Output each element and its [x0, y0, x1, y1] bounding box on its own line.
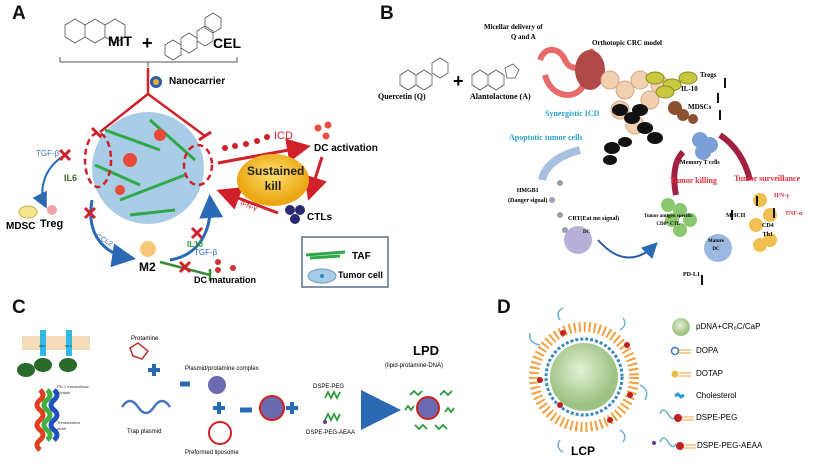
sustained-kill-line2: kill: [264, 179, 282, 193]
dc-maturation-label: DC maturation: [194, 275, 257, 285]
m2-label: M2: [139, 260, 156, 274]
apoptotic-tumor-cells-label: Apoptotic tumor cells: [509, 133, 583, 142]
crt-label: CRT(Eat me signal): [568, 216, 620, 222]
micellar-line1: Micellar delivery of: [484, 23, 543, 31]
mit-label: MIT: [108, 33, 133, 49]
mit-structure: [64, 18, 126, 44]
mature-dc-line1: Mature: [708, 239, 725, 244]
synergistic-icd-label: Synergistic ICD: [545, 109, 600, 118]
dspe-peg-label-c: DSPE-PEG: [313, 384, 345, 390]
plus-sign-a: +: [142, 33, 153, 53]
cd4-line2: Th1: [762, 232, 773, 238]
trimerization-line1: Trimerization: [57, 420, 80, 425]
alantolactone-label: Alantolactone (A): [470, 92, 531, 101]
trap-plasmid-label: Trap plasmid: [127, 429, 162, 435]
plasmid-protamine-complex-label: Plasmid/protamine complex: [185, 366, 259, 372]
panel-c-label: C: [12, 297, 26, 318]
pd1-domain-line1: PD-1 extracellular: [57, 384, 89, 389]
tnf-alpha-label: TNF-α: [785, 211, 803, 217]
trimerization-line2: motif: [57, 426, 66, 431]
panel-a-graphics: [18, 12, 389, 288]
dc-label: DC: [583, 230, 591, 235]
tumor-killing-label: Tumor killing: [670, 176, 717, 185]
tgf-beta-label-b: TGF-β: [194, 248, 218, 257]
legend-dotap: DOTAP: [696, 369, 723, 378]
hmgb1-line2: (Danger signal): [508, 198, 548, 204]
panel-d-graphics: [528, 307, 696, 453]
lcp-label: LCP: [571, 444, 595, 458]
il10-label-a: IL10: [187, 240, 204, 249]
pd1-label-2: PD-1: [65, 344, 72, 348]
hmgb1-line1: HMGB1: [516, 188, 539, 194]
plus-sign-b: +: [453, 71, 464, 91]
lpd-core: [416, 396, 440, 420]
micellar-line2: Q and A: [510, 33, 536, 41]
nanocarrier-label: Nanocarrier: [169, 76, 226, 87]
il10-label-b: IL-10: [681, 85, 698, 93]
mature-dc-line2: DC: [712, 247, 720, 252]
sustained-kill-line1: Sustained: [247, 164, 305, 178]
memory-t-cells-label: Memory T cells: [680, 160, 720, 166]
hmgb1-label: HMGB1 (Danger signal): [508, 186, 547, 206]
preformed-liposome-label: Preformed liposome: [185, 450, 239, 456]
dc-activation-label: DC activation: [314, 143, 378, 154]
panel-b-graphics: [399, 46, 777, 285]
bracket: [59, 57, 238, 67]
ctl-line2: CD8⁺ CTL: [656, 222, 681, 227]
icd-label: ICD: [274, 130, 293, 142]
legend-dspe-peg-aeaa: DSPE-PEG-AEAA: [697, 441, 763, 450]
lpd-full-label: (lipid-protamine-DNA): [385, 363, 444, 369]
tumor-mass: [92, 112, 204, 224]
treg-label: Treg: [40, 218, 64, 230]
mdscs-label: MDSCs: [688, 103, 712, 111]
micellar-delivery-label: Micellar delivery of Q and A: [484, 22, 543, 42]
tumor-surveillance-label: Tumor surveillance: [734, 174, 801, 183]
panel-b-label: B: [380, 3, 394, 24]
ctls-label: CTLs: [307, 212, 332, 223]
tgf-beta-label-a: TGF-β: [36, 149, 60, 158]
legend-taf: TAF: [352, 251, 371, 262]
legend-core: pDNA+CR₈C/CaP: [696, 322, 761, 331]
cd4-line1: CD4: [762, 223, 774, 229]
legend-tumor-cell: Tumor cell: [338, 270, 383, 280]
lpd-label: LPD: [413, 343, 439, 358]
legend-cholesterol: Cholesterol: [696, 391, 737, 400]
pd1-label-1: PD-1: [39, 344, 46, 348]
panel-c-graphics: [17, 330, 455, 452]
legend-dopa: DOPA: [696, 346, 719, 355]
cel-label: CEL: [213, 35, 241, 51]
protamine-label: Protamine: [131, 336, 159, 342]
sustained-kill-badge: [237, 154, 309, 206]
pd-l1-label: PD-L1: [683, 272, 700, 278]
pd1-domain-line2: domain: [57, 390, 71, 395]
cel-structure: [164, 12, 222, 61]
lcp-core: [550, 343, 618, 411]
tregs-label: Tregs: [700, 71, 717, 79]
mhcii-label: MHCII: [726, 213, 746, 219]
panel-a-label: A: [12, 3, 26, 24]
quercetin-label: Quercetin (Q): [378, 92, 426, 101]
il6-label: IL6: [64, 173, 78, 183]
legend-dspe-peg: DSPE-PEG: [696, 413, 738, 422]
mdsc-label: MDSC: [6, 221, 36, 232]
ctl-line1: Tumor antigen specific: [644, 214, 693, 219]
dspe-peg-aeaa-label-c: DSPE-PEG-AEAA: [306, 430, 356, 436]
orthotopic-crc-label: Orthotopic CRC model: [592, 39, 662, 47]
ifn-gamma-label-b: IFN-γ: [774, 193, 790, 199]
panel-d-label: D: [497, 297, 511, 318]
